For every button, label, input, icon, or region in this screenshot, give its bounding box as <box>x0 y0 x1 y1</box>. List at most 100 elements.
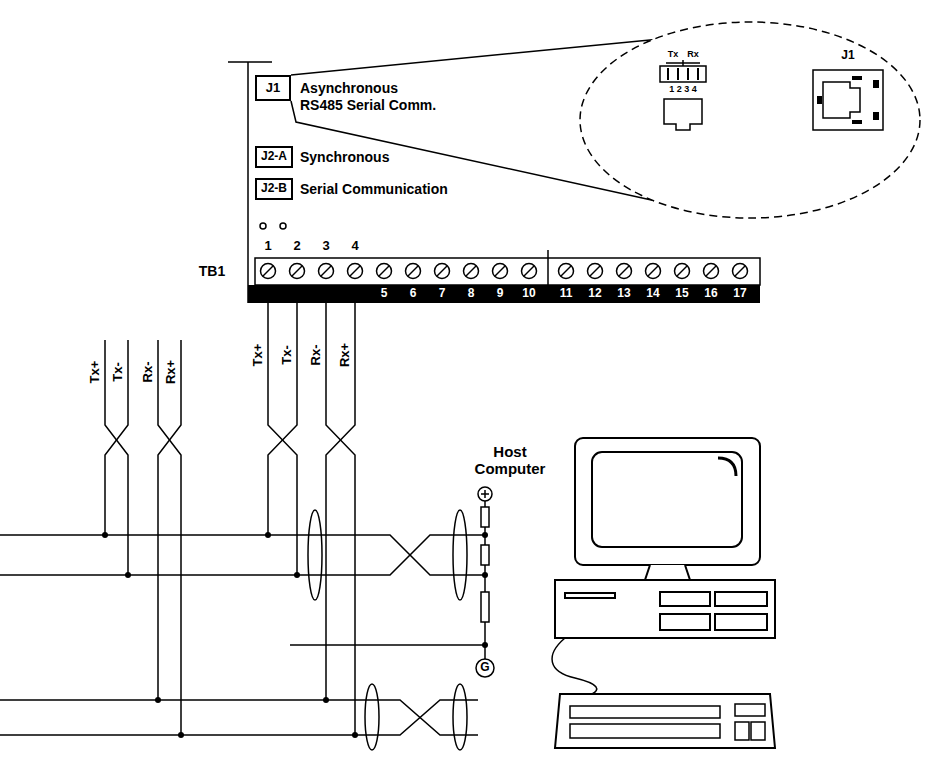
connector-box: J1 <box>255 75 291 101</box>
terminal-screw <box>619 266 629 276</box>
zoom-outline <box>813 70 883 130</box>
signal-wire <box>268 303 297 535</box>
bus-line <box>290 644 485 646</box>
signal-name: Rx+ <box>164 360 179 384</box>
terminal-block <box>255 258 760 285</box>
zoom-outline <box>580 22 920 218</box>
computer-drawing <box>555 580 775 638</box>
port-description: RS485 Serial Comm. <box>300 97 436 113</box>
terminal-screw <box>466 266 476 276</box>
terminal-block <box>547 250 549 285</box>
signal-name: Tx+ <box>251 344 266 367</box>
terminal-number: 13 <box>617 287 630 301</box>
connector-name: J2-A <box>261 150 287 164</box>
terminal-number: 3 <box>322 239 329 254</box>
junction-dot <box>178 732 184 738</box>
terminal-screw <box>648 266 658 276</box>
terminal-screw <box>408 266 418 276</box>
terminal-screw <box>406 264 421 279</box>
signal-wire <box>268 303 297 575</box>
pin-number: 1 2 3 4 <box>669 85 697 95</box>
zoom-outline <box>852 120 862 124</box>
zoom-outline <box>578 20 922 220</box>
terminal-number: 9 <box>497 287 504 301</box>
junction-dot <box>125 572 131 578</box>
terminal-screw <box>437 266 447 276</box>
terminal-number: 17 <box>733 287 746 301</box>
terminal-screw <box>524 266 534 276</box>
terminal-screw <box>617 264 632 279</box>
termination-resistor <box>481 545 489 565</box>
termination-resistor <box>481 490 489 498</box>
zoom-outline <box>823 82 860 118</box>
bus-line <box>0 535 485 575</box>
terminal-screw <box>588 264 603 279</box>
signal-name: Rx- <box>141 362 156 383</box>
zoom-outline <box>817 96 822 104</box>
computer-drawing <box>715 614 767 630</box>
terminal-screw <box>561 266 571 276</box>
signal-name: Rx- <box>309 345 324 366</box>
port-description: Synchronous <box>300 149 389 165</box>
terminal-screw <box>319 264 334 279</box>
junction-dot <box>102 532 488 738</box>
terminal-number: 6 <box>410 287 417 301</box>
signal-wire <box>105 340 128 535</box>
terminal-block <box>248 285 760 303</box>
terminal-screw <box>677 266 687 276</box>
terminal-number: 15 <box>675 287 688 301</box>
computer-drawing <box>718 458 736 476</box>
panel-edge <box>260 223 266 229</box>
computer-drawing <box>660 614 710 630</box>
signal-wire <box>326 303 355 700</box>
signal-name: Tx- <box>280 345 295 365</box>
terminal-screw <box>590 266 600 276</box>
terminal-screw <box>290 264 305 279</box>
signal-name: Tx- <box>111 362 126 382</box>
connector-box: J2-B <box>255 178 293 200</box>
cable-shield <box>308 510 467 750</box>
computer-drawing <box>592 452 742 547</box>
terminal-number: 5 <box>381 287 388 301</box>
computer-drawing <box>570 724 720 738</box>
computer-drawing <box>735 704 765 716</box>
terminal-screw <box>493 264 508 279</box>
computer-drawing <box>552 638 597 694</box>
junction-dot <box>323 697 329 703</box>
terminal-block <box>248 250 760 303</box>
panel-edge <box>280 223 286 229</box>
computer-drawing <box>660 592 710 606</box>
terminal-number: 2 <box>293 239 300 254</box>
junction-dot <box>265 532 271 538</box>
zoom-outline <box>660 66 706 82</box>
zoom-outline <box>852 76 862 80</box>
signal-wire <box>158 340 181 700</box>
computer-drawing <box>751 722 765 740</box>
junction-dot <box>102 532 108 538</box>
zoom-outline <box>664 99 702 130</box>
signal-wire <box>105 340 128 575</box>
port-description: Serial Communication <box>300 181 448 197</box>
connector-box: J2-A <box>255 146 293 168</box>
zoom-outline <box>666 60 700 66</box>
signal-wire <box>105 303 355 735</box>
terminal-screw <box>522 264 537 279</box>
computer-drawing <box>552 438 775 748</box>
zoom-outline <box>873 112 879 120</box>
terminal-number: 4 <box>351 239 358 254</box>
computer-drawing <box>555 694 775 748</box>
terminal-screw <box>704 264 719 279</box>
terminal-screw <box>559 264 574 279</box>
computer-drawing <box>715 592 767 606</box>
signal-wire <box>158 340 181 735</box>
computer-drawing <box>570 706 720 718</box>
termination-resistor <box>476 487 494 677</box>
terminal-block-name: TB1 <box>199 263 225 279</box>
terminal-number: 7 <box>439 287 446 301</box>
termination-resistor <box>481 507 489 527</box>
terminal-screw <box>733 264 748 279</box>
signal-name: Rx+ <box>338 343 353 367</box>
leader-line <box>291 40 653 75</box>
